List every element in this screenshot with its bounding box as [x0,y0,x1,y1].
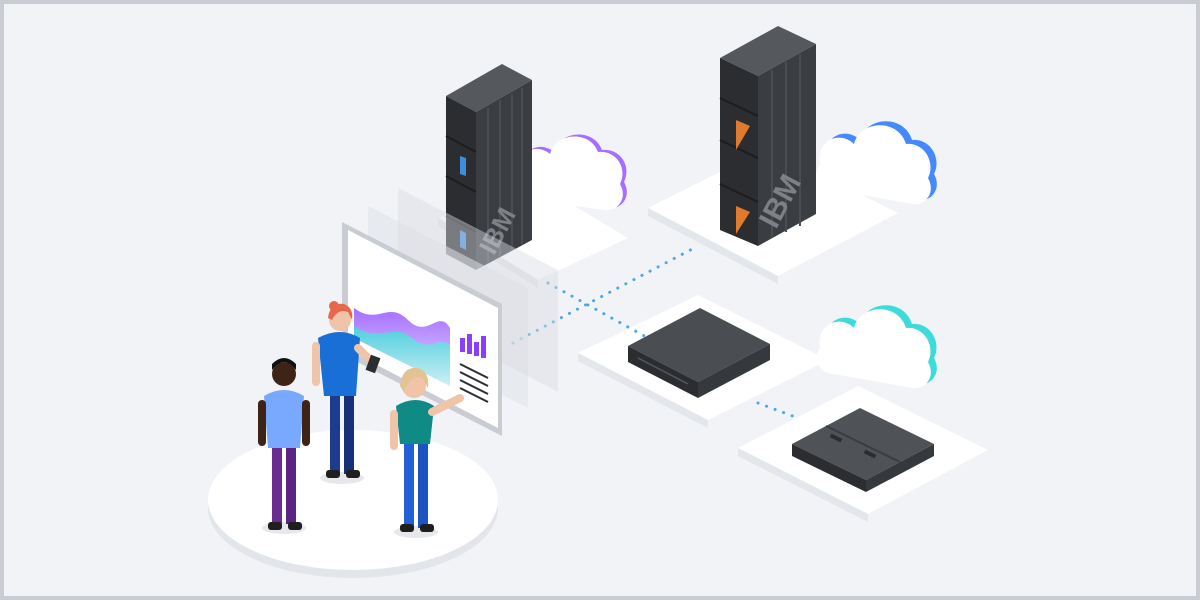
dashboard-text-lines [459,363,489,403]
cloud-purple [514,134,627,211]
tablet-device [365,354,381,374]
pointing-arm [428,394,464,416]
hybrid-cloud-illustration: IBM IBM [208,26,988,578]
person-woman-pointing [390,367,464,538]
person-woman-tablet [312,301,381,484]
dashboard-mini-bars [460,334,486,358]
person-man [258,358,310,534]
rack-server-bottom [792,408,934,492]
rack-server-mid [628,308,770,398]
server-rack-left: IBM [445,64,532,270]
rack-left-blue-light [460,156,466,176]
dashboard-screen [342,222,502,436]
server-rack-right: IBM [719,26,816,246]
cloud-blue [816,121,937,205]
rack-right-orange-light [736,120,750,150]
cloud-teal [816,305,937,389]
dashboard-wave-chart-teal [354,326,450,386]
connector-dots [511,244,800,420]
